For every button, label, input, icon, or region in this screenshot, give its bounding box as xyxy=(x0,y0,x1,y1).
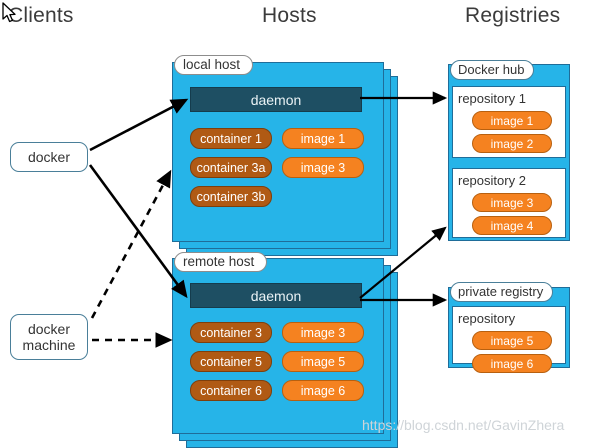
client-box-docker[interactable]: docker xyxy=(10,142,88,172)
repository-title: repository 1 xyxy=(458,91,526,106)
mouse-cursor-icon xyxy=(2,2,16,23)
arrow-docker-machine-to-local-host xyxy=(90,169,172,319)
repository-title: repository xyxy=(458,311,516,326)
image-pill[interactable]: image 1 xyxy=(282,128,364,149)
daemon-local[interactable]: daemon xyxy=(190,87,362,112)
image-pill[interactable]: image 3 xyxy=(282,322,364,343)
container-pill[interactable]: container 3a xyxy=(190,157,272,178)
registry-label-private: private registry xyxy=(450,282,554,302)
image-pill[interactable]: image 6 xyxy=(472,354,552,373)
column-heading-hosts: Hosts xyxy=(262,4,317,27)
client-label-docker-machine-line1: docker xyxy=(27,320,70,337)
daemon-remote[interactable]: daemon xyxy=(190,283,362,308)
image-pill[interactable]: image 5 xyxy=(282,351,364,372)
host-label-remote: remote host xyxy=(174,252,268,272)
image-pill[interactable]: image 1 xyxy=(472,111,552,130)
image-pill[interactable]: image 3 xyxy=(282,157,364,178)
container-pill[interactable]: container 3b xyxy=(190,186,272,207)
image-pill[interactable]: image 4 xyxy=(472,216,552,235)
repository-title: repository 2 xyxy=(458,173,526,188)
container-pill[interactable]: container 5 xyxy=(190,351,272,372)
container-pill[interactable]: container 1 xyxy=(190,128,272,149)
image-pill[interactable]: image 2 xyxy=(472,134,552,153)
container-pill[interactable]: container 6 xyxy=(190,380,272,401)
client-label-docker: docker xyxy=(27,148,71,165)
image-pill[interactable]: image 3 xyxy=(472,193,552,212)
image-pill[interactable]: image 5 xyxy=(472,331,552,350)
client-box-docker-machine[interactable]: docker machine xyxy=(10,314,88,360)
watermark-text: https://blog.csdn.net/GavinZhera xyxy=(362,417,565,433)
host-label-local: local host xyxy=(174,55,254,75)
column-heading-clients: Clients xyxy=(8,4,74,27)
container-pill[interactable]: container 3 xyxy=(190,322,272,343)
image-pill[interactable]: image 6 xyxy=(282,380,364,401)
client-label-docker-machine-line2: machine xyxy=(22,337,76,353)
column-heading-registries: Registries xyxy=(465,4,561,27)
registry-label-docker-hub: Docker hub xyxy=(450,60,535,80)
